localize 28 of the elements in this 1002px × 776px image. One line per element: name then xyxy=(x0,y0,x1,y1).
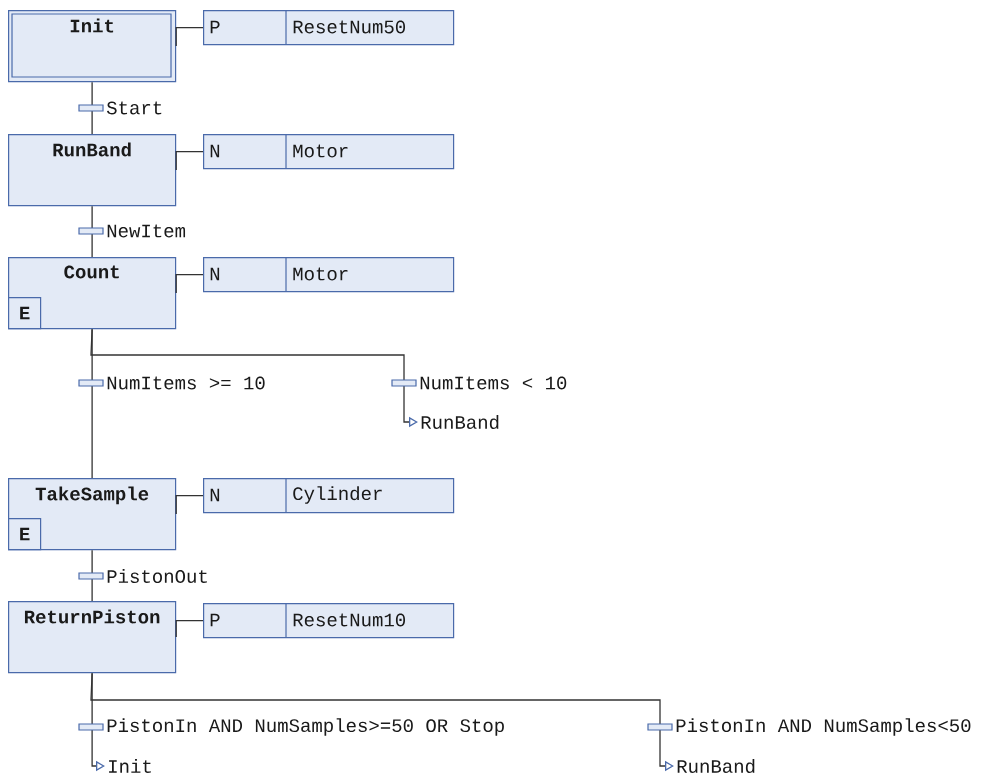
jump-target: RunBand xyxy=(421,415,499,429)
transition-label: NumItems < 10 xyxy=(420,376,567,390)
step-box: Init xyxy=(8,10,177,83)
connector xyxy=(91,81,93,135)
action-block: P ResetNum10 xyxy=(203,602,455,639)
connector xyxy=(175,494,204,515)
transition-label: NewItem xyxy=(107,224,186,238)
connector xyxy=(91,549,93,602)
action-block: N Cylinder xyxy=(203,477,455,514)
step-box: ReturnPiston xyxy=(8,601,177,674)
transition-label: Start xyxy=(106,101,162,115)
transition-label: PistonIn AND NumSamples>=50 OR Stop xyxy=(107,718,504,736)
transition-label: PistonOut xyxy=(107,569,207,583)
connector xyxy=(91,205,93,258)
transition-label: NumItems >= 10 xyxy=(107,376,265,390)
step-box: RunBand xyxy=(8,134,177,207)
action-block: P ResetNum50 xyxy=(203,9,455,46)
action-block: N Motor xyxy=(203,256,455,293)
qualifier-box: E xyxy=(8,297,42,330)
jump-target: Init xyxy=(109,759,151,773)
connector xyxy=(175,273,204,294)
qualifier-box: E xyxy=(8,518,42,551)
action-block: N Motor xyxy=(203,133,455,170)
connector xyxy=(175,26,204,47)
connector xyxy=(175,619,204,638)
jump-target: RunBand xyxy=(677,759,755,773)
connector xyxy=(175,150,204,171)
transition-label: PistonIn AND NumSamples<50 xyxy=(676,718,971,736)
